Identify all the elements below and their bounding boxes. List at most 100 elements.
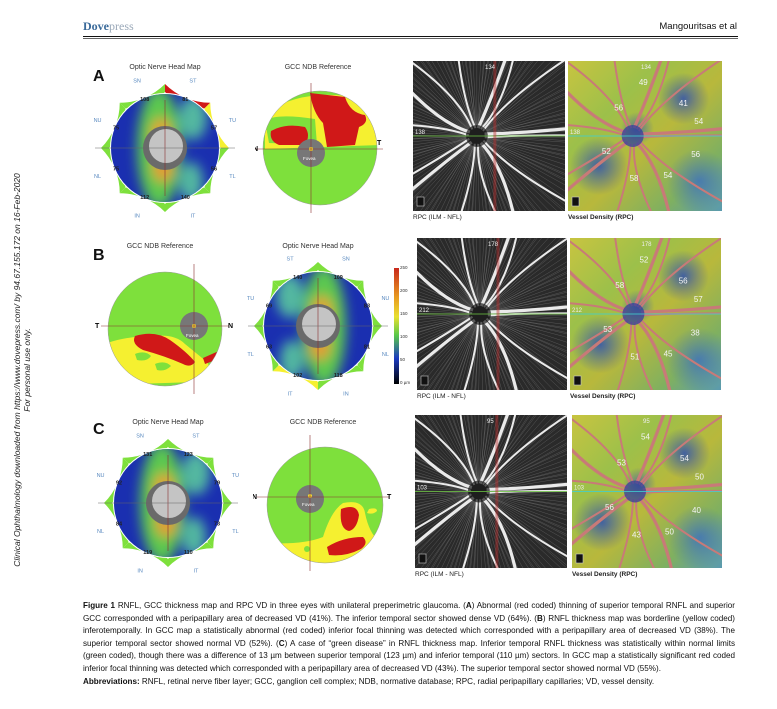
- caption-text: RNFL, GCC thickness map and RPC VD in th…: [115, 601, 466, 610]
- sector-value: 140: [181, 195, 190, 201]
- sector-vessel-density: 51: [630, 353, 639, 362]
- scan-top-mark: 95: [487, 419, 494, 425]
- rpc-label-c: RPC (ILM - NFL): [415, 571, 464, 578]
- sector-label: TL: [232, 529, 238, 535]
- sector-label: IN: [134, 213, 140, 219]
- vessel: [417, 315, 474, 353]
- vessel: [478, 415, 510, 485]
- gcc-axis-left-c: N: [253, 494, 257, 501]
- sector-vessel-density: 58: [615, 281, 624, 290]
- sector-ring-st: [165, 84, 211, 109]
- vessel: [614, 238, 633, 307]
- sector-ring-tl: [204, 148, 229, 194]
- vessel: [568, 124, 626, 137]
- sector-vessel-density: 54: [641, 432, 650, 441]
- vessel: [417, 270, 474, 312]
- scan-side-mark: 103: [574, 486, 585, 492]
- sector-ring-it: [168, 542, 214, 567]
- vessel: [484, 134, 565, 139]
- vessel: [640, 415, 722, 487]
- vessel: [460, 238, 480, 307]
- vessel: [413, 62, 474, 130]
- sector-label: IN: [137, 568, 143, 574]
- sector-value: 109: [334, 275, 343, 281]
- vessel: [633, 321, 654, 390]
- sector-label: IT: [288, 391, 294, 397]
- vessel: [462, 499, 478, 568]
- gcc-map-b: T N Fovea: [95, 264, 233, 394]
- figure-label: Figure 1: [83, 601, 116, 610]
- sector-ring-tl: [207, 503, 232, 549]
- vessel: [572, 493, 629, 530]
- vessel: [570, 270, 627, 312]
- sector-label: NL: [97, 529, 104, 535]
- vessel: [640, 134, 722, 139]
- journal-brand[interactable]: Dovepress: [83, 19, 134, 34]
- sector-vessel-density: 56: [614, 104, 623, 113]
- sector-label: TU: [229, 118, 236, 124]
- onh-title-c: Optic Nerve Head Map: [132, 419, 204, 426]
- sector-label: SN: [342, 257, 350, 263]
- panel-letter-c: C: [93, 421, 105, 438]
- vessel: [635, 141, 671, 211]
- gcc-title-a: GCC NDB Reference: [284, 64, 352, 71]
- vessel: [613, 61, 633, 129]
- sector-value: 75: [113, 166, 119, 172]
- sector-label: TU: [247, 296, 254, 302]
- rpc-label-b: RPC (ILM - NFL): [417, 393, 466, 400]
- sector-vessel-density: 43: [632, 530, 641, 539]
- sector-vessel-density: 53: [617, 458, 626, 467]
- vessel: [463, 321, 479, 390]
- vessel: [636, 238, 671, 308]
- vessel: [572, 418, 632, 486]
- sector-value: 79: [214, 481, 220, 487]
- colorbar-tick: 150: [400, 311, 408, 316]
- vessel: [572, 479, 628, 492]
- sector-vessel-density: 45: [664, 350, 673, 359]
- vd-label-a: Vessel Density (RPC): [568, 214, 634, 221]
- vessel: [487, 305, 567, 314]
- vessel: [637, 497, 673, 568]
- vessel: [415, 447, 473, 490]
- vessel: [417, 318, 476, 369]
- vessel: [632, 143, 652, 211]
- gcc-axis-right-c: T: [387, 494, 392, 501]
- vessel: [480, 61, 514, 130]
- sector-vessel-density: 52: [639, 255, 648, 264]
- abbreviations-text: RNFL, retinal nerve fiber layer; GCC, ga…: [139, 676, 655, 686]
- colorbar-tick: 0 µm: [400, 380, 411, 385]
- vessel: [640, 495, 722, 557]
- vessel: [634, 415, 666, 485]
- scan-side-mark: 212: [572, 308, 583, 314]
- fovea-label-a: Fovea: [303, 156, 316, 161]
- gcc-axis-right-b: N: [228, 323, 233, 330]
- gcc-axis-right-a: T: [377, 140, 382, 147]
- vessel: [485, 317, 567, 380]
- vessel: [485, 238, 567, 310]
- optic-disc: [152, 484, 186, 518]
- scan-top-mark: 178: [642, 242, 653, 248]
- sector-vessel-density: 56: [605, 503, 614, 512]
- vessel: [415, 417, 476, 486]
- sector-ring-nu: [357, 280, 382, 326]
- vessel: [413, 137, 470, 175]
- vessel: [486, 482, 567, 492]
- gcc-map-a: N T Fovea: [255, 83, 383, 213]
- vessel: [413, 140, 473, 191]
- sector-label: NL: [382, 352, 389, 358]
- sector-ring-nu: [101, 102, 126, 148]
- sector-ring-nl: [101, 148, 126, 194]
- sector-ring-tu: [204, 102, 229, 148]
- vessel: [413, 91, 471, 134]
- fovea-label-b: Fovea: [186, 333, 199, 338]
- caption-ref-a: A: [465, 601, 472, 610]
- vessel: [413, 124, 470, 137]
- scan-side-mark: 103: [417, 486, 428, 492]
- sector-ring-st: [272, 262, 318, 287]
- sector-ring-in: [318, 365, 364, 390]
- sector-ring-it: [165, 187, 211, 212]
- onh-title-a: Optic Nerve Head Map: [129, 64, 201, 71]
- gcc-axis-left-b: T: [95, 323, 100, 330]
